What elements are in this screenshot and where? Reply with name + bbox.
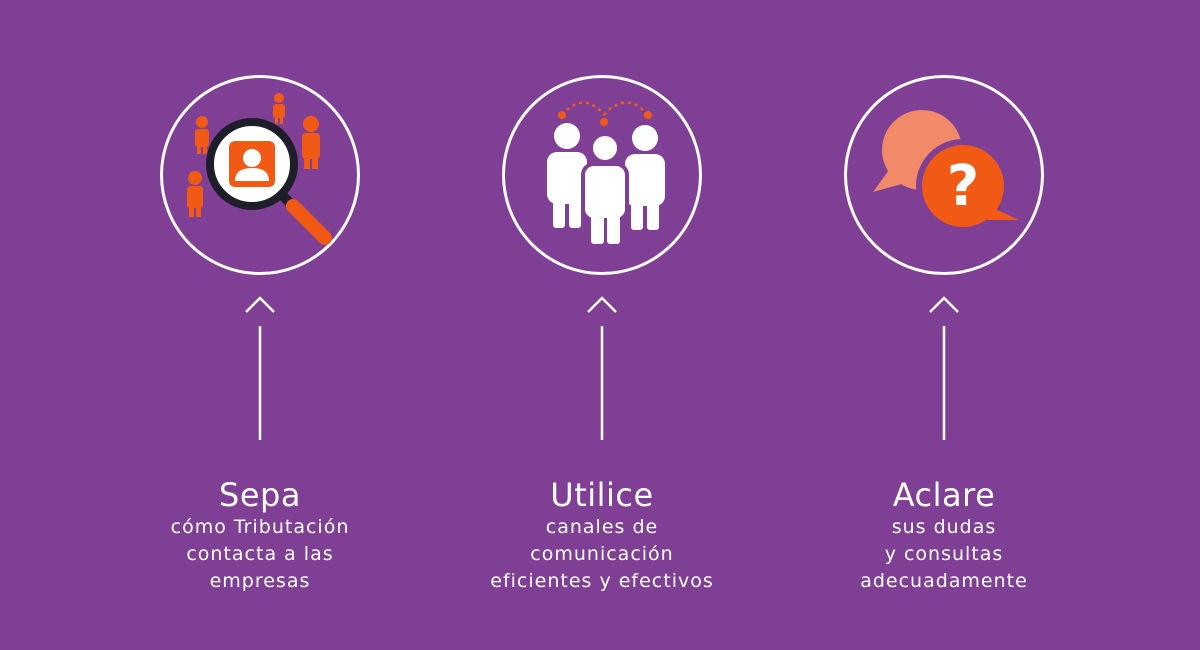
icon-circle: ? (844, 75, 1044, 275)
connector-arrow (245, 296, 275, 440)
magnifier-people-icon (187, 93, 332, 245)
caption-line: adecuadamente (860, 570, 1028, 592)
caption-title: Utilice (550, 476, 654, 514)
caption-line: contacta a las (186, 543, 334, 565)
caption-block: Utilice canales de comunicación eficient… (422, 476, 782, 595)
caption-title: Sepa (219, 476, 301, 514)
caption-line: sus dudas (891, 516, 997, 538)
connector-arrow (587, 296, 617, 440)
question-mark-glyph: ? (947, 154, 979, 219)
info-column-aclare: ? Aclare sus dudas y consultas adecuadam… (764, 0, 1124, 650)
caption-line: cómo Tributación (170, 516, 350, 538)
group-people-icon (547, 101, 665, 244)
info-column-utilice: Utilice canales de comunicación eficient… (422, 0, 782, 650)
caption-line: canales de (545, 516, 659, 538)
caption-line: empresas (209, 570, 311, 592)
caption-block: Sepa cómo Tributación contacta a las emp… (80, 476, 440, 595)
caption-line: y consultas (884, 543, 1004, 565)
caption-title: Aclare (892, 476, 996, 514)
caption-line: eficientes y efectivos (490, 570, 714, 592)
caption-block: Aclare sus dudas y consultas adecuadamen… (764, 476, 1124, 595)
info-column-sepa: Sepa cómo Tributación contacta a las emp… (80, 0, 440, 650)
connector-arrow (929, 296, 959, 440)
question-chat-icon: ? (873, 110, 1019, 233)
icon-circle (502, 75, 702, 275)
caption-line: comunicación (530, 543, 674, 565)
icon-circle (160, 75, 360, 275)
